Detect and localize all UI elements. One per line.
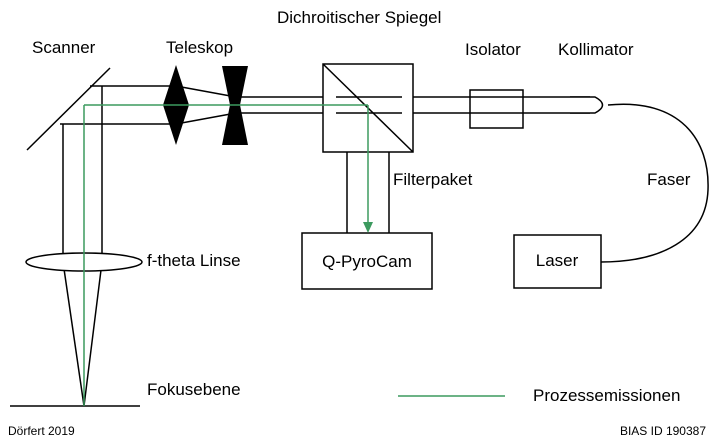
label-pyrocam: Q-PyroCam <box>322 252 412 271</box>
label-f-theta-lens: f-theta Linse <box>147 251 241 270</box>
label-collimator: Kollimator <box>558 40 634 59</box>
collimator <box>570 96 604 114</box>
laser-beam <box>60 85 590 407</box>
footer-id: BIAS ID 190387 <box>620 424 706 438</box>
process-emission-path <box>83 104 369 406</box>
label-filter-package: Filterpaket <box>393 170 473 189</box>
label-scanner: Scanner <box>32 38 96 57</box>
isolator-box <box>469 89 524 129</box>
emission-arrow-head <box>363 222 373 233</box>
label-dichroic-mirror: Dichroitischer Spiegel <box>277 8 441 27</box>
fiber <box>600 103 709 263</box>
footer-author: Dörfert 2019 <box>8 424 75 438</box>
pyrocam-box <box>301 232 433 290</box>
label-telescope: Teleskop <box>166 38 233 57</box>
label-fiber: Faser <box>647 170 691 189</box>
laser-box <box>513 234 602 289</box>
label-isolator: Isolator <box>465 40 521 59</box>
scanner-mirror <box>26 67 111 151</box>
label-focal-plane: Fokusebene <box>147 380 241 399</box>
label-laser: Laser <box>536 251 579 270</box>
legend-label-process-emissions: Prozessemissionen <box>533 386 680 405</box>
